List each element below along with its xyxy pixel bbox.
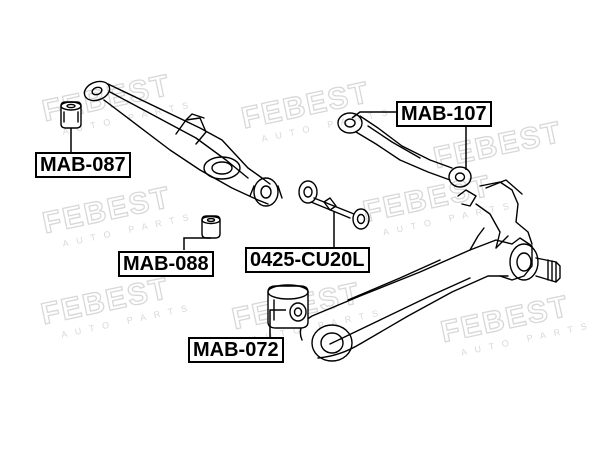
- part-label-mab-088: MAB-088: [118, 251, 214, 277]
- bushing-mab-088: [201, 215, 221, 239]
- leader-mab-107-a: [351, 111, 396, 119]
- part-label-0425-cu20l: 0425-CU20L: [245, 247, 370, 273]
- upper-arm-mab-107: [337, 112, 472, 188]
- watermark-group: FEBEST AUTO PARTS FEBEST AUTO PARTS FEBE…: [38, 68, 596, 358]
- bushing-mab-072: [267, 284, 309, 329]
- bushing-mab-087: [60, 101, 82, 129]
- leader-mab-072: [269, 309, 286, 338]
- part-label-mab-087: MAB-087: [35, 152, 131, 178]
- link-rod-0425-cu20l: [298, 180, 370, 230]
- part-label-mab-072: MAB-072: [188, 337, 284, 363]
- part-label-mab-107: MAB-107: [396, 101, 492, 127]
- leader-mab-088: [183, 237, 211, 250]
- lower-control-arm: [83, 80, 283, 207]
- leader-lines: [70, 111, 467, 338]
